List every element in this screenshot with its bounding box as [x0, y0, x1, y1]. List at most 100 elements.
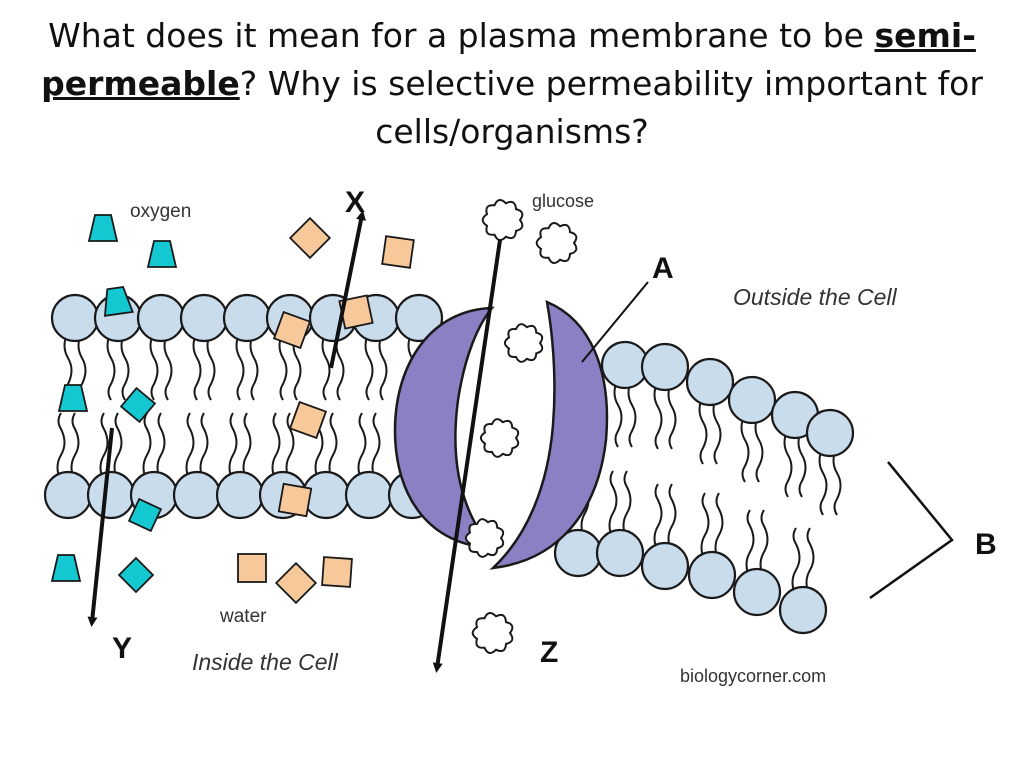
oxygen-molecule	[50, 554, 82, 582]
label-oxygen: oxygen	[130, 201, 191, 222]
lipid-tail	[106, 331, 116, 401]
water-molecule	[237, 553, 267, 583]
lipid-tail	[805, 527, 815, 597]
label-outside-cell: Outside the Cell	[733, 284, 898, 310]
lipid-tail	[667, 380, 677, 450]
water-molecule	[274, 561, 318, 605]
oxygen-molecule	[127, 497, 163, 533]
lipid-tail	[613, 378, 623, 448]
lipid-tail	[321, 331, 331, 401]
water-molecule	[381, 235, 415, 269]
phospholipid-head	[595, 528, 645, 578]
lipid-tail	[163, 331, 173, 401]
phospholipid-head	[640, 541, 690, 591]
lipid-tail	[745, 509, 755, 579]
lipid-tail	[700, 492, 710, 562]
phospholipid-head	[172, 470, 222, 520]
lipid-tail	[328, 412, 338, 482]
oxygen-molecule	[57, 384, 89, 412]
glucose-molecule	[471, 612, 514, 654]
glucose-molecule	[535, 222, 578, 264]
oxygen-molecule	[87, 214, 119, 242]
lipid-tail	[242, 412, 252, 482]
lipid-tail	[783, 428, 793, 498]
lipid-tail	[653, 483, 663, 553]
lipid-tail	[142, 412, 152, 482]
water-molecule	[288, 216, 332, 260]
lipid-tail	[698, 395, 708, 465]
oxygen-molecule	[119, 386, 157, 424]
label-inside-cell: Inside the Cell	[192, 649, 339, 675]
oxygen-molecules	[50, 214, 178, 594]
question-title: What does it mean for a plasma membrane …	[20, 12, 1004, 156]
lipid-tail	[249, 331, 259, 401]
lipid-tail	[791, 527, 801, 597]
lipid-tail	[797, 428, 807, 498]
glucose-molecule	[503, 323, 544, 363]
water-molecule	[288, 400, 328, 440]
lipid-tail	[185, 412, 195, 482]
oxygen-molecule	[146, 240, 178, 268]
lipid-tail	[199, 412, 209, 482]
lipid-tail	[271, 412, 281, 482]
lipid-tail	[740, 413, 750, 483]
label-z: Z	[540, 636, 558, 669]
lipid-tail	[627, 378, 637, 448]
lipid-tail	[70, 412, 80, 482]
phospholipid-head	[179, 293, 229, 343]
phospholipid-head	[778, 585, 828, 635]
oxygen-molecule	[117, 556, 155, 594]
phospholipid-head	[344, 470, 394, 520]
label-x: X	[345, 186, 365, 219]
glucose-molecule	[479, 418, 520, 458]
lipid-tail	[364, 331, 374, 401]
water-molecule	[272, 310, 312, 350]
lipid-tail	[120, 331, 130, 401]
arrow-y	[87, 427, 114, 627]
label-credit: biologycorner.com	[680, 666, 826, 686]
phospholipid-head	[805, 408, 855, 458]
water-molecules	[237, 216, 415, 605]
phospholipid-head	[215, 470, 265, 520]
lipid-tail	[759, 509, 769, 579]
phospholipid-head	[687, 550, 737, 600]
label-a: A	[652, 252, 674, 285]
glucose-molecule	[464, 518, 505, 558]
bracket-b	[869, 461, 954, 600]
phospholipid-head	[43, 470, 93, 520]
lipid-tail	[206, 331, 216, 401]
phospholipid-head	[640, 342, 690, 392]
lipid-tail	[667, 483, 677, 553]
question-part2: ? Why is selective permeability importan…	[239, 64, 983, 151]
term-semi: semi-	[874, 16, 976, 55]
lipid-tail	[712, 395, 722, 465]
phospholipid-head	[86, 470, 136, 520]
water-molecule	[277, 482, 313, 518]
lipid-tail	[278, 331, 288, 401]
lipid-tail	[622, 470, 632, 540]
lipid-tail	[818, 446, 828, 516]
label-glucose: glucose	[532, 191, 594, 211]
water-molecule	[321, 556, 353, 588]
lipid-tail	[653, 380, 663, 450]
lipid-tail	[357, 412, 367, 482]
phospholipid-head	[136, 293, 186, 343]
lipid-tails-left	[56, 331, 431, 482]
lipid-tail	[378, 331, 388, 401]
lipid-tail	[99, 412, 109, 482]
pointer-a-line	[581, 281, 649, 363]
arrow-x	[329, 210, 366, 369]
lipid-tail	[56, 412, 66, 482]
label-y: Y	[112, 632, 132, 665]
arrow-z	[432, 239, 502, 673]
lipid-tail	[832, 446, 842, 516]
term-permeable: permeable	[41, 64, 240, 103]
phospholipid-head	[732, 567, 782, 617]
label-b: B	[975, 528, 997, 561]
glucose-molecule	[481, 199, 524, 241]
phospholipid-head	[222, 293, 272, 343]
lipid-tail	[754, 413, 764, 483]
lipid-tail	[608, 470, 618, 540]
lipid-tail	[156, 412, 166, 482]
